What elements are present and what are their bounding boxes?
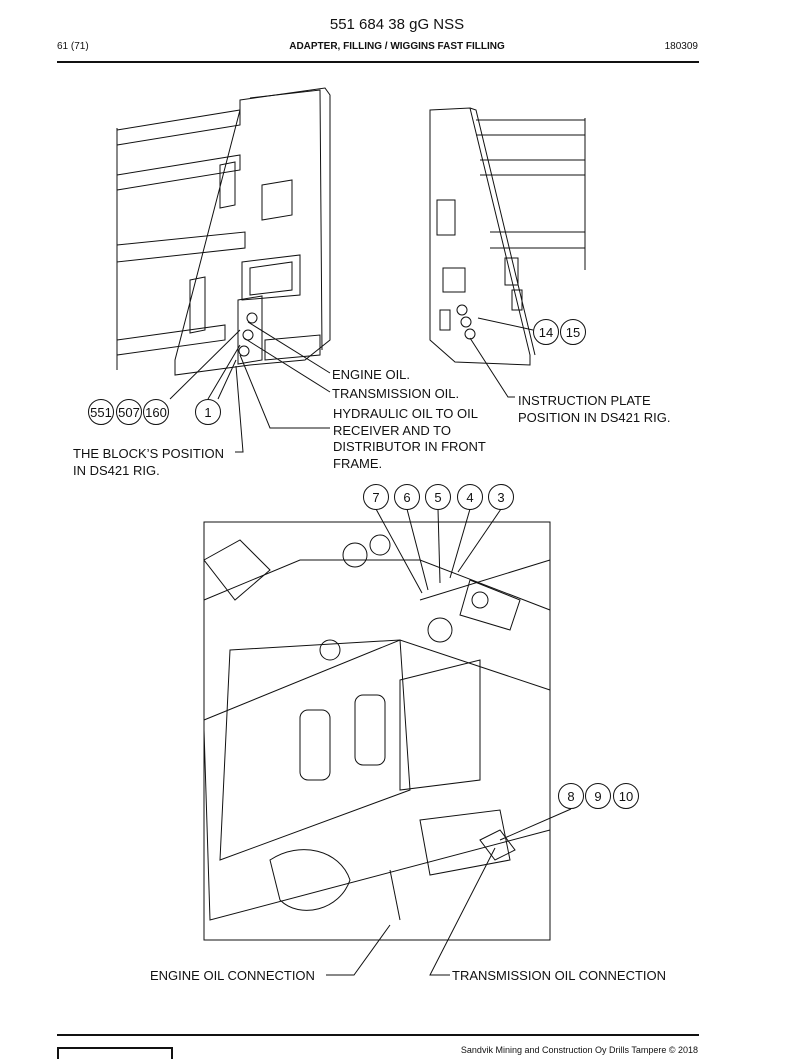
frame-illustration-right bbox=[429, 107, 586, 366]
label-block-position-line-2: IN DS421 RIG. bbox=[73, 463, 160, 478]
label-transmission-oil: TRANSMISSION OIL. bbox=[332, 386, 460, 401]
footer-rule bbox=[57, 1034, 699, 1036]
callout-507: 507 bbox=[116, 399, 142, 425]
callout-4: 4 bbox=[457, 484, 483, 510]
label-instruction-line-2: POSITION IN DS421 RIG. bbox=[518, 410, 671, 425]
callout-3: 3 bbox=[488, 484, 514, 510]
callout-1: 1 bbox=[195, 399, 221, 425]
callout-9: 9 bbox=[585, 783, 611, 809]
callout-8: 8 bbox=[558, 783, 584, 809]
label-hydraulic-line-3: DISTRIBUTOR IN FRONT bbox=[333, 439, 486, 454]
callout-6: 6 bbox=[394, 484, 420, 510]
section-title: ADAPTER, FILLING / WIGGINS FAST FILLING bbox=[289, 41, 505, 52]
callout-551: 551 bbox=[88, 399, 114, 425]
label-instruction-line-1: INSTRUCTION PLATE bbox=[518, 393, 651, 408]
label-engine-oil-connection: ENGINE OIL CONNECTION bbox=[150, 968, 315, 983]
label-hydraulic-line-1: HYDRAULIC OIL TO OIL bbox=[333, 406, 478, 421]
frame-illustration-left bbox=[116, 87, 331, 376]
callout-7: 7 bbox=[363, 484, 389, 510]
label-hydraulic-line-2: RECEIVER AND TO bbox=[333, 423, 451, 438]
label-transmission-oil-connection: TRANSMISSION OIL CONNECTION bbox=[452, 968, 667, 983]
date-code: 180309 bbox=[664, 41, 698, 52]
label-hydraulic-line-4: FRAME. bbox=[333, 456, 383, 471]
callout-10: 10 bbox=[613, 783, 639, 809]
detail-view-border bbox=[203, 521, 551, 941]
footer-copyright: Sandvik Mining and Construction Oy Drill… bbox=[460, 1045, 698, 1055]
label-engine-oil: ENGINE OIL. bbox=[332, 367, 411, 382]
lower-assembly-illustration bbox=[203, 534, 551, 921]
callout-15: 15 bbox=[560, 319, 586, 345]
callout-5: 5 bbox=[425, 484, 451, 510]
page-number: 61 (71) bbox=[57, 41, 89, 52]
header-rule bbox=[57, 61, 699, 63]
document-title: 551 684 38 gG NSS bbox=[329, 16, 465, 33]
company-logo bbox=[57, 1047, 173, 1059]
callout-160: 160 bbox=[143, 399, 169, 425]
callout-14: 14 bbox=[533, 319, 559, 345]
label-block-position-line-1: THE BLOCK’S POSITION bbox=[73, 446, 224, 461]
